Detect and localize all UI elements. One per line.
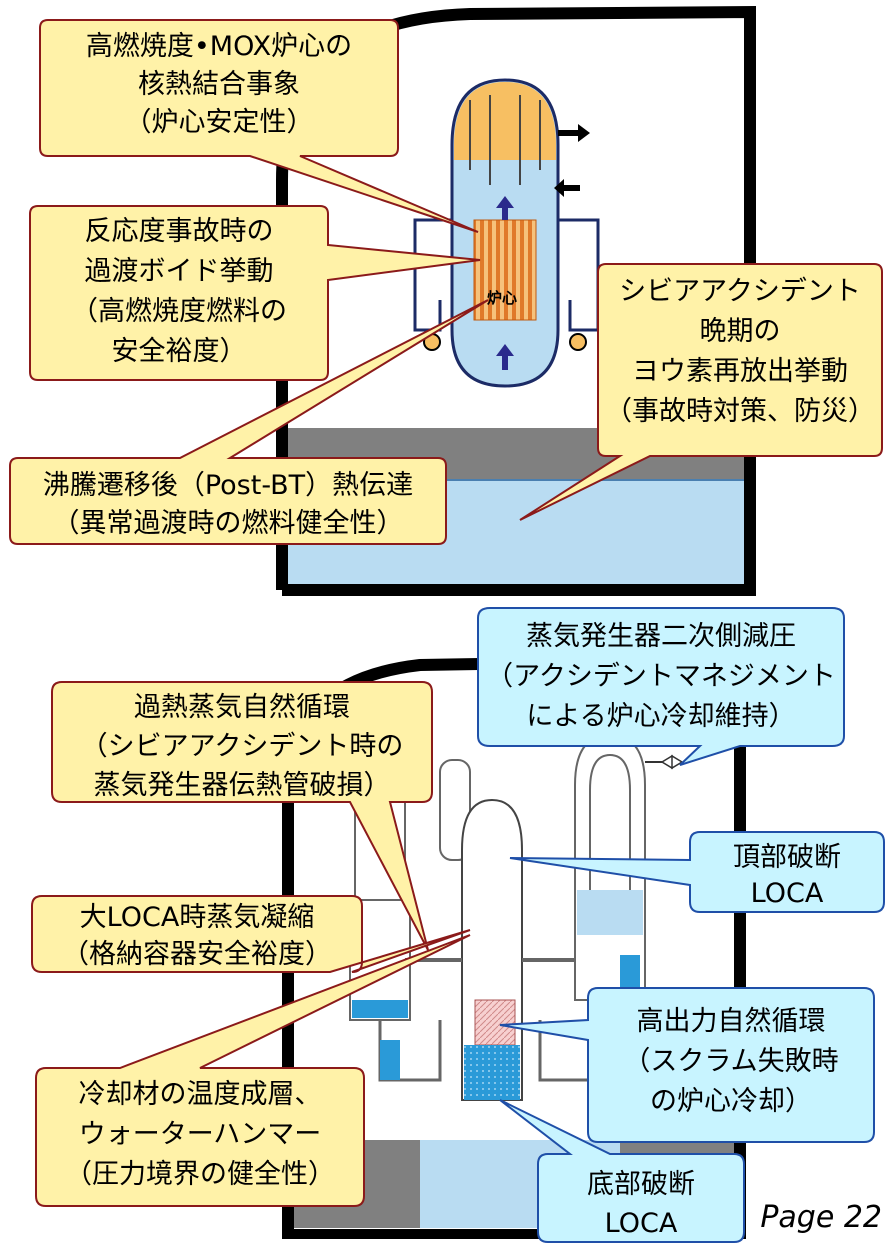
callout-sg-depressurization-line3: による炉心冷却維持）: [526, 701, 795, 732]
bwr-steam-dome: [454, 82, 556, 160]
pwr-downcomer-water: [464, 1045, 520, 1100]
callout-high-burnup: 高燃焼度•MOX炉心の 核熱結合事象 （炉心安定性）: [39, 19, 479, 233]
callout-reactivity-line4: 安全裕度）: [112, 336, 247, 367]
callout-large-loca-line1: 大LOCA時蒸気凝縮: [80, 902, 315, 933]
callout-stratification-line3: （圧力境界の健全性）: [65, 1159, 335, 1190]
callout-superheated: 過熱蒸気自然循環 （シビアアクシデント時の 蒸気発生器伝熱管破損）: [51, 681, 433, 951]
callout-high-power-line3: の炉心冷却）: [650, 1086, 812, 1117]
callout-high-burnup-line2: 核熱結合事象: [138, 69, 300, 100]
callout-severe-accident-line3: ヨウ素再放出挙動: [632, 356, 848, 387]
callout-superheated-line3: 蒸気発生器伝熱管破損）: [94, 770, 391, 801]
callout-top-break-line2: LOCA: [751, 878, 824, 909]
callout-post-bt-line1: 沸騰遷移後（Post-BT）熱伝達: [43, 470, 413, 501]
callout-high-power: 高出力自然循環 （スクラム失敗時 の炉心冷却）: [499, 987, 875, 1143]
callout-sg-depressurization-line1: 蒸気発生器二次側減圧: [526, 621, 796, 652]
callout-post-bt-line2: （異常過渡時の燃料健全性）: [53, 508, 404, 539]
callout-high-power-line2: （スクラム失敗時: [623, 1046, 838, 1077]
pwr-sg-left-water: [352, 1000, 408, 1018]
callout-high-burnup-line1: 高燃焼度•MOX炉心の: [86, 31, 352, 62]
bwr-flow-arrow-up-1: [496, 196, 514, 220]
callout-large-loca: 大LOCA時蒸気凝縮 （格納容器安全裕度）: [31, 895, 471, 973]
callout-reactivity-line1: 反応度事故時の: [85, 216, 274, 247]
pwr-relief-valve-icon: [660, 754, 684, 770]
callout-top-break-line1: 頂部破断: [733, 842, 841, 873]
bwr-core-label: 炉心: [487, 289, 517, 307]
callout-post-bt: 沸騰遷移後（Post-BT）熱伝達 （異常過渡時の燃料健全性）: [9, 299, 489, 545]
callout-severe-accident: シビアアクシデント 晩期の ヨウ素再放出挙動 （事故時対策、防災）: [519, 263, 883, 521]
callout-severe-accident-line2: 晩期の: [700, 316, 781, 347]
callout-bottom-break-line1: 底部破断: [587, 1169, 695, 1200]
bwr-recirc-loop-right: [558, 218, 600, 332]
callout-high-burnup-line3: （炉心安定性）: [125, 107, 314, 138]
callout-stratification: 冷却材の温度成層、 ウォーターハンマー （圧力境界の健全性）: [35, 934, 471, 1207]
callout-top-break: 頂部破断 LOCA: [509, 831, 885, 913]
callout-severe-accident-line4: （事故時対策、防災）: [605, 396, 875, 427]
page-number: Page 22: [760, 1200, 882, 1235]
callout-bottom-break: 底部破断 LOCA: [499, 1099, 745, 1243]
bwr-feedwater-arrow: [554, 179, 580, 197]
pwr-sg-right-water: [577, 890, 643, 935]
callout-sg-depressurization: 蒸気発生器二次側減圧 （アクシデントマネジメント による炉心冷却維持）: [477, 607, 845, 766]
callout-superheated-line2: （シビアアクシデント時の: [81, 731, 404, 762]
callout-reactivity-line2: 過渡ボイド挙動: [85, 256, 274, 287]
bwr-recirc-loop-left: [413, 218, 452, 332]
callout-bottom-break-line2: LOCA: [605, 1208, 678, 1239]
callout-superheated-line1: 過熱蒸気自然循環: [134, 692, 350, 723]
callout-reactivity-line3: （高燃焼度燃料の: [71, 296, 287, 327]
callout-large-loca-line2: （格納容器安全裕度）: [62, 939, 332, 970]
callout-stratification-line2: ウォーターハンマー: [79, 1119, 321, 1150]
bwr-steam-outlet-arrow: [558, 124, 590, 142]
callout-sg-depressurization-line2: （アクシデントマネジメント: [486, 661, 836, 692]
callout-high-power-line1: 高出力自然循環: [637, 1006, 826, 1037]
bwr-recirc-pump-right: [569, 333, 587, 351]
pwr-core: [474, 999, 516, 1046]
callout-stratification-line1: 冷却材の温度成層、: [79, 1079, 322, 1110]
callout-reactivity: 反応度事故時の 過渡ボイド挙動 （高燃焼度燃料の 安全裕度）: [29, 205, 481, 381]
bwr-flow-arrow-up-2: [496, 344, 514, 370]
callout-severe-accident-line1: シビアアクシデント: [619, 276, 861, 307]
